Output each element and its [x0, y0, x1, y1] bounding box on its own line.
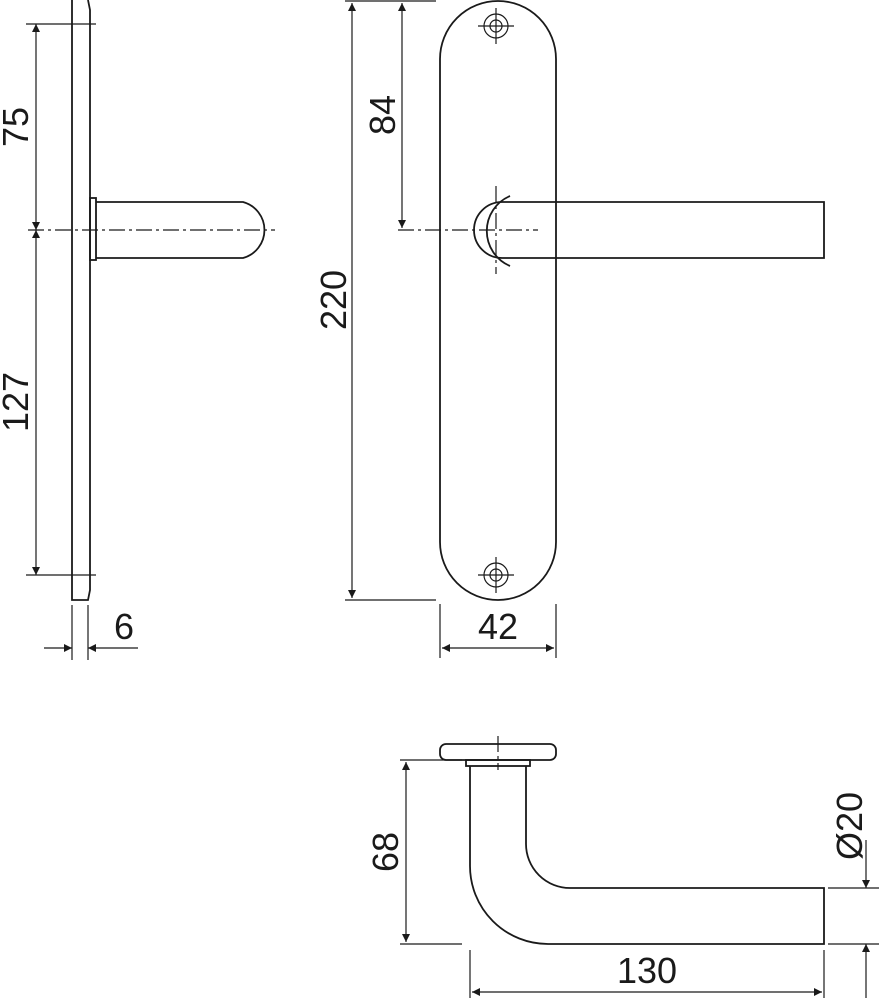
- dim-label-75: 75: [0, 107, 36, 147]
- bottom-screw-icon: [478, 557, 514, 593]
- top-screw-icon: [478, 8, 514, 44]
- top-lever-profile: [469, 766, 825, 945]
- dim-label-6: 6: [114, 606, 134, 647]
- front-plate: [439, 0, 557, 601]
- dim-label-42: 42: [478, 606, 518, 647]
- dim-label-220: 220: [313, 270, 354, 330]
- dim-label-84: 84: [362, 95, 403, 135]
- side-plate: [71, 0, 91, 601]
- front-view: 220 84 42: [313, 0, 825, 658]
- dim-label-127: 127: [0, 372, 36, 432]
- top-view: 68 Ø20 130: [365, 736, 879, 998]
- dim-label-130: 130: [617, 950, 677, 991]
- side-view: 75 127 6: [0, 0, 275, 660]
- front-lever: [473, 201, 825, 259]
- side-rose: [89, 197, 97, 261]
- dim-label-68: 68: [365, 832, 406, 872]
- dim-label-d20: Ø20: [829, 792, 870, 860]
